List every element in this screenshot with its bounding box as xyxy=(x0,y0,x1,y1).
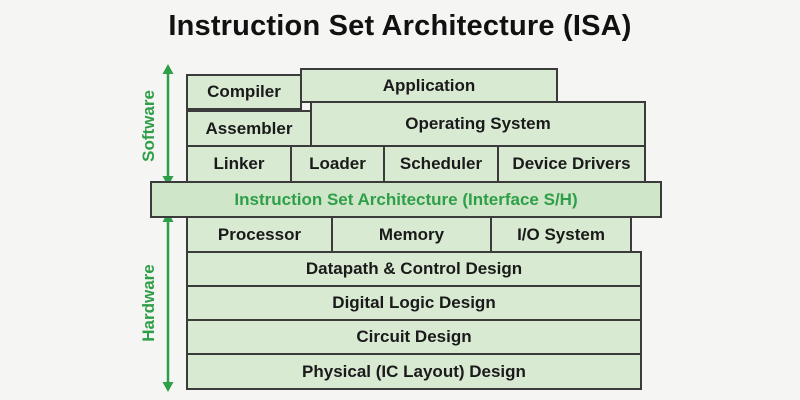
software-arrow-icon xyxy=(162,64,174,186)
hardware-arrow-icon xyxy=(162,212,174,392)
layer-io-system: I/O System xyxy=(490,216,632,253)
layer-assembler: Assembler xyxy=(186,110,312,147)
layer-digital-logic: Digital Logic Design xyxy=(186,285,642,321)
layer-operating-system: Operating System xyxy=(310,101,646,147)
layer-linker: Linker xyxy=(186,145,292,183)
layer-circuit-design: Circuit Design xyxy=(186,319,642,355)
layer-processor: Processor xyxy=(186,216,333,253)
layer-physical-design: Physical (IC Layout) Design xyxy=(186,353,642,390)
layer-device-drivers: Device Drivers xyxy=(497,145,646,183)
software-label: Software xyxy=(139,90,158,162)
page-title: Instruction Set Architecture (ISA) xyxy=(168,10,632,42)
layer-datapath-control: Datapath & Control Design xyxy=(186,251,642,287)
layer-memory: Memory xyxy=(331,216,492,253)
layer-application: Application xyxy=(300,68,558,103)
layer-scheduler: Scheduler xyxy=(383,145,499,183)
layer-loader: Loader xyxy=(290,145,385,183)
layer-compiler: Compiler xyxy=(186,74,302,110)
layer-isa-interface: Instruction Set Architecture (Interface … xyxy=(150,181,662,218)
hardware-label: Hardware xyxy=(139,264,158,342)
